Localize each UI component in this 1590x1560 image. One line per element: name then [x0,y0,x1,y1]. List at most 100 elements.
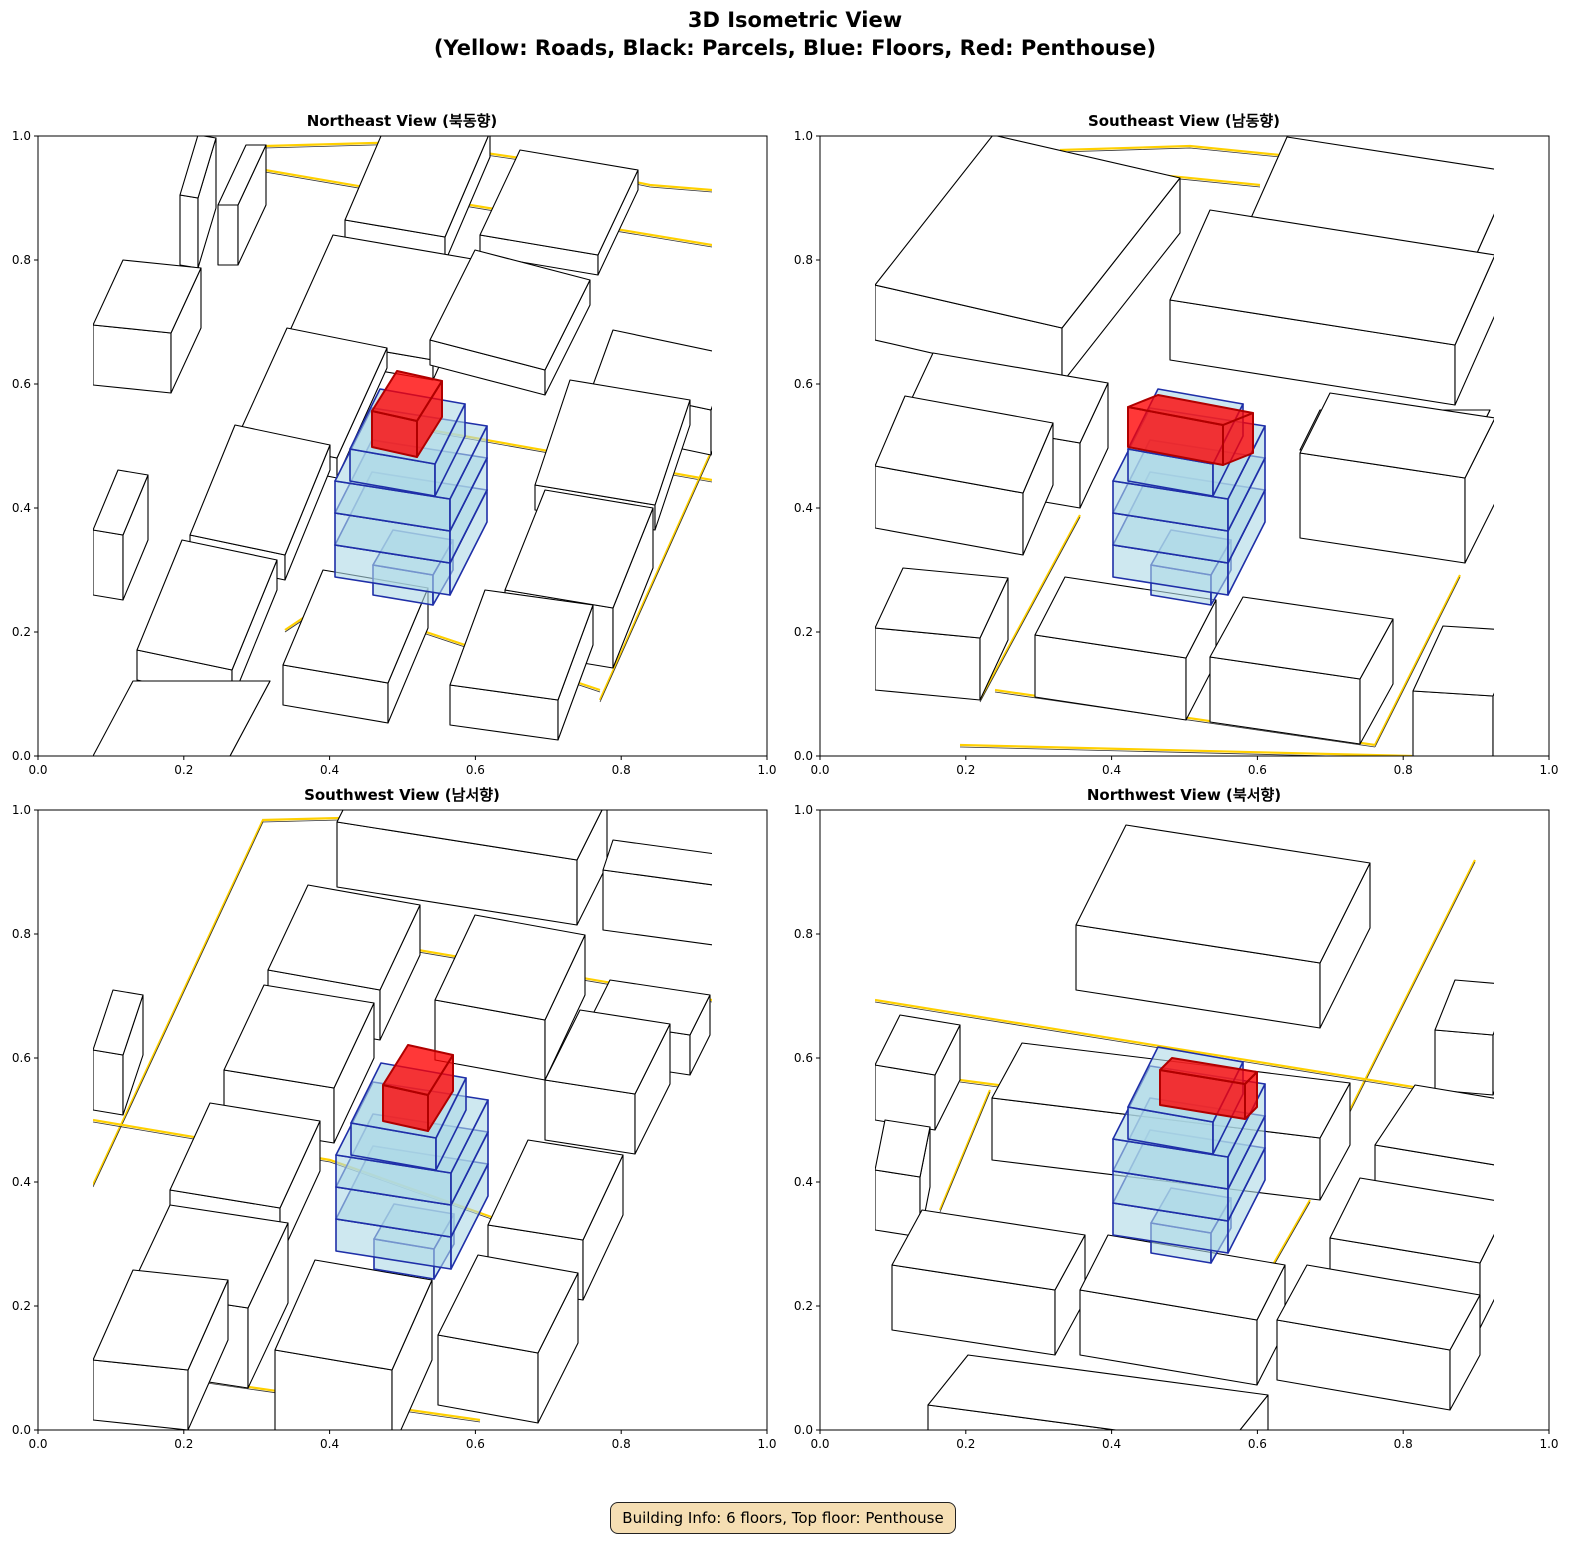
floor-6-penthouse [371,370,443,458]
figure-title-line2: (Yellow: Roads, Black: Parcels, Blue: Fl… [433,36,1157,60]
road-line [1374,574,1461,746]
figure-title: 3D Isometric View (Yellow: Roads, Black:… [0,6,1590,62]
parcel-building [93,1269,229,1430]
y-tick-label: 0.8 [12,927,31,941]
x-tick-label: 1.0 [1539,1437,1558,1451]
floor-6-penthouse [1127,394,1254,466]
y-tick-label: 0.2 [794,1299,813,1313]
x-tick-label: 0.0 [28,1437,47,1451]
parcel-building [1075,824,1371,1029]
x-tick-label: 0.2 [174,763,193,777]
axes-frame [37,135,768,757]
parcel-building [1412,625,1494,756]
parcel-building [479,149,639,276]
road-edge [979,516,1081,703]
parcel-building [875,395,1054,556]
axes-frame [819,809,1550,1431]
parcel-building [217,144,267,266]
parcel-building [437,1254,579,1424]
y-tick-label: 0.4 [12,501,31,515]
parcel-building [434,914,586,1081]
parcel-building [179,136,217,269]
y-tick-label: 0.2 [12,1299,31,1313]
y-tick-label: 0.0 [794,749,813,763]
parcel-building [93,259,202,394]
y-tick-label: 0.6 [12,377,31,391]
road-line [1059,144,1281,157]
x-tick-label: 0.8 [1394,763,1413,777]
x-tick-label: 0.0 [28,763,47,777]
parcel-building [1079,1234,1286,1386]
y-tick-label: 1.0 [12,129,31,143]
y-tick-label: 0.4 [794,1175,813,1189]
x-tick-label: 0.6 [1248,763,1267,777]
parcel-building [602,839,712,946]
x-tick-label: 0.2 [956,1437,975,1451]
road-edge [1374,576,1461,748]
parcel-building [927,1354,1269,1430]
road-line [93,816,341,1186]
y-tick-label: 0.0 [12,1423,31,1437]
floor-6-penthouse [1159,1057,1258,1120]
parcel-building [875,1014,961,1131]
scene [875,824,1494,1430]
x-tick-label: 0.6 [466,763,485,777]
x-tick-label: 0.8 [1394,1437,1413,1451]
y-tick-label: 0.0 [794,1423,813,1437]
road-edge [93,819,341,1188]
road-line [938,1089,992,1211]
parcel-building [875,567,1009,701]
y-tick-label: 1.0 [794,803,813,817]
panel-title: Southwest View (남서향) [304,786,500,804]
figure-title-line1: 3D Isometric View [687,8,903,32]
x-tick-label: 0.4 [320,763,339,777]
parcel-building [1169,209,1494,406]
parcel-building [1299,392,1494,564]
panel-title: Northeast View (북동향) [307,112,498,130]
y-tick-label: 1.0 [794,129,813,143]
parcel-building [336,810,608,926]
axes-frame [819,135,1550,757]
y-tick-label: 0.6 [12,1051,31,1065]
y-tick-label: 0.2 [12,625,31,639]
x-tick-label: 0.4 [320,1437,339,1451]
parcel-building [344,136,491,263]
parcel-building [1209,596,1394,745]
y-tick-label: 0.2 [794,625,813,639]
road-line [959,743,1413,756]
x-tick-label: 1.0 [757,763,776,777]
scene [875,136,1494,756]
y-tick-label: 0.8 [12,253,31,267]
parcel-building [93,989,144,1116]
y-tick-label: 0.6 [794,1051,813,1065]
parcel-building [449,589,594,741]
parcel-building [1434,979,1494,1096]
parcel-building [274,1259,433,1430]
x-tick-label: 0.0 [810,763,829,777]
y-tick-label: 0.8 [794,253,813,267]
x-tick-label: 0.0 [810,1437,829,1451]
y-tick-label: 0.8 [794,927,813,941]
road-edge [1269,1201,1311,1273]
x-tick-label: 0.2 [956,763,975,777]
y-tick-label: 0.4 [794,501,813,515]
y-tick-label: 1.0 [12,803,31,817]
parcel-building [891,1209,1086,1356]
road-edge [1059,147,1281,158]
road-edge [959,746,1347,756]
y-tick-label: 0.6 [794,377,813,391]
axes-frame [37,809,768,1431]
y-tick-label: 0.4 [12,1175,31,1189]
parcel-building [875,1119,931,1238]
parcel-building [544,1009,671,1155]
panel-title: Northwest View (북서향) [1087,786,1281,804]
x-tick-label: 0.6 [466,1437,485,1451]
x-tick-label: 0.8 [612,763,631,777]
road-line [598,449,712,701]
road-line [979,514,1081,701]
